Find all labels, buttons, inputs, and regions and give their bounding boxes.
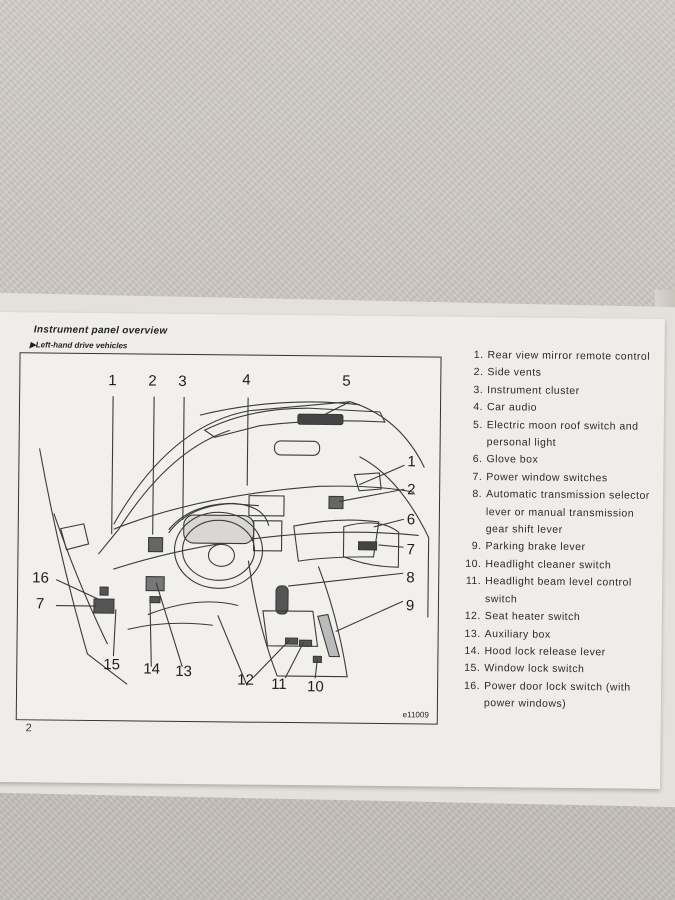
legend-text: Headlight cleaner switch <box>485 557 612 572</box>
figure-code: e11009 <box>402 710 429 720</box>
dashboard-drawing <box>39 396 430 686</box>
legend-number: 1. <box>473 348 484 362</box>
legend-text: Rear view mirror remote control <box>487 349 651 363</box>
section-subheading: ▶Left-hand drive vehicles <box>29 340 128 351</box>
legend-item: 1.Rear view mirror remote control <box>465 347 655 366</box>
callout-4: 4 <box>242 371 251 389</box>
manual-page: Instrument panel overview ▶Left-hand dri… <box>0 312 665 789</box>
page-number: 2 <box>25 722 32 735</box>
callout-6: 6 <box>406 511 416 529</box>
legend-number: 5. <box>473 418 483 431</box>
legend-item: 8.Automatic transmission selector lever … <box>464 486 655 540</box>
callout-8: 8 <box>406 569 415 587</box>
legend-number: 2. <box>473 366 484 379</box>
callout-14: 14 <box>143 660 161 678</box>
legend-number: 7. <box>472 470 483 483</box>
legend-item: 14.Hood lock release lever <box>462 643 652 662</box>
legend-number: 8. <box>472 488 483 501</box>
legend-text: Car audio <box>486 401 538 414</box>
legend-item: 11.Headlight beam level control switch <box>463 573 653 610</box>
legend-number: 9. <box>471 540 482 553</box>
legend-item: 2.Side vents <box>465 364 655 383</box>
legend-item: 13.Auxiliary box <box>463 625 653 644</box>
legend-text: Glove box <box>486 453 539 467</box>
legend-item: 16.Power door lock switch (with power wi… <box>462 678 652 715</box>
legend-text: Power door lock switch (with power windo… <box>483 679 631 711</box>
legend-item: 12.Seat heater switch <box>463 608 653 627</box>
legend-number: 13. <box>464 627 481 640</box>
callout-7-left: 7 <box>35 595 45 613</box>
legend-number: 15. <box>464 662 481 675</box>
callout-10: 10 <box>307 678 324 696</box>
legend-text: Auxiliary box <box>484 627 551 641</box>
callout-2: 2 <box>148 372 157 390</box>
legend-number: 14. <box>464 644 481 657</box>
legend-item: 3.Instrument cluster <box>465 382 655 401</box>
legend-number: 10. <box>465 557 482 570</box>
legend-item: 6.Glove box <box>464 451 654 470</box>
legend-text: Seat heater switch <box>484 610 581 624</box>
callout-9: 9 <box>405 597 415 615</box>
legend-text: Hood lock release lever <box>484 644 606 659</box>
legend-text: Instrument cluster <box>487 383 580 397</box>
instrument-panel-illustration: 1 2 3 4 5 1 2 6 7 8 9 10 11 12 13 14 15 … <box>15 352 442 725</box>
legend-text: Electric moon roof switch and personal l… <box>486 418 639 449</box>
callout-13: 13 <box>175 662 193 681</box>
legend-text: Parking brake lever <box>485 540 586 554</box>
section-heading: Instrument panel overview <box>33 324 168 337</box>
callout-5: 5 <box>342 372 351 390</box>
callout-1: 1 <box>108 372 117 390</box>
legend-item: 7.Power window switches <box>464 469 654 488</box>
legend-number: 11. <box>465 575 482 588</box>
legend-text: Side vents <box>487 366 542 380</box>
legend-text: Headlight beam level control switch <box>484 575 632 606</box>
legend-item: 9.Parking brake lever <box>463 538 653 557</box>
legend-text: Window lock switch <box>484 662 585 676</box>
legend-item: 15.Window lock switch <box>462 660 652 679</box>
callout-15: 15 <box>103 656 121 674</box>
legend-number: 6. <box>472 453 483 466</box>
legend-text: Automatic transmission selector lever or… <box>485 488 650 536</box>
callout-7-right: 7 <box>406 541 415 559</box>
legend-number: 16. <box>463 679 481 692</box>
legend-item: 10.Headlight cleaner switch <box>463 556 653 575</box>
legend-text: Power window switches <box>486 470 608 485</box>
callout-11: 11 <box>271 675 287 694</box>
callout-16: 16 <box>32 569 49 587</box>
legend-item: 5.Electric moon roof switch and personal… <box>465 416 655 453</box>
legend-number: 3. <box>473 383 484 396</box>
legend-number: 4. <box>473 401 484 414</box>
callout-1-right: 1 <box>407 453 416 471</box>
parts-legend: 1.Rear view mirror remote control 2.Side… <box>462 347 656 715</box>
legend-number: 12. <box>464 609 481 623</box>
callout-2-right: 2 <box>407 481 416 499</box>
callout-3: 3 <box>178 372 187 390</box>
legend-item: 4.Car audio <box>465 399 655 418</box>
callout-12: 12 <box>237 671 254 689</box>
